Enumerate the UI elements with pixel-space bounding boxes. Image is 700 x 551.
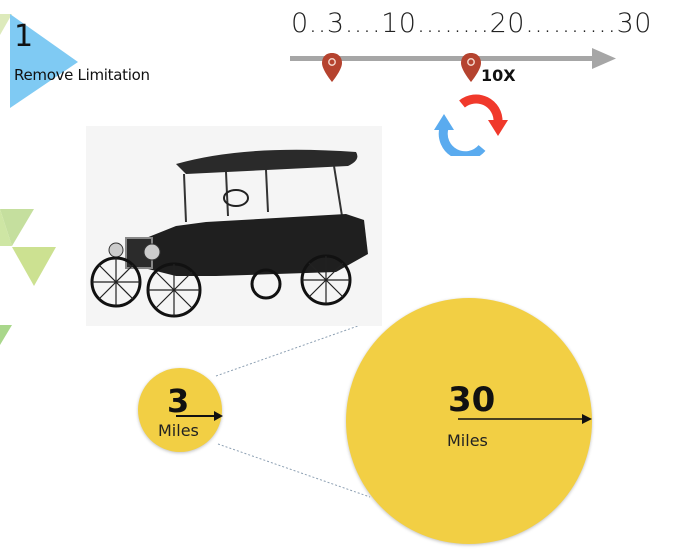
large-circle-unit: Miles <box>447 431 488 450</box>
small-circle-unit: Miles <box>158 421 199 440</box>
map-pin-icon <box>322 53 342 82</box>
map-pin-icon <box>461 53 481 82</box>
step-triangle <box>10 14 78 108</box>
scale-label: 0..3….10……..20……….30 <box>291 8 652 39</box>
large-circle-value: 30 <box>448 380 496 420</box>
step-label: Remove Limitation <box>14 66 150 84</box>
small-circle-value: 3 <box>167 382 190 420</box>
small-radius-circle <box>138 368 222 452</box>
vintage-car-photo <box>86 126 382 326</box>
large-radius-circle <box>346 298 592 544</box>
multiplier-label: 10X <box>481 66 516 85</box>
radius-arrow-icon <box>458 414 592 424</box>
refresh-cycle-icon <box>434 94 508 156</box>
radius-arrow-icon <box>176 411 223 421</box>
step-number: 1 <box>14 19 34 54</box>
timeline-arrow-icon <box>290 48 616 69</box>
